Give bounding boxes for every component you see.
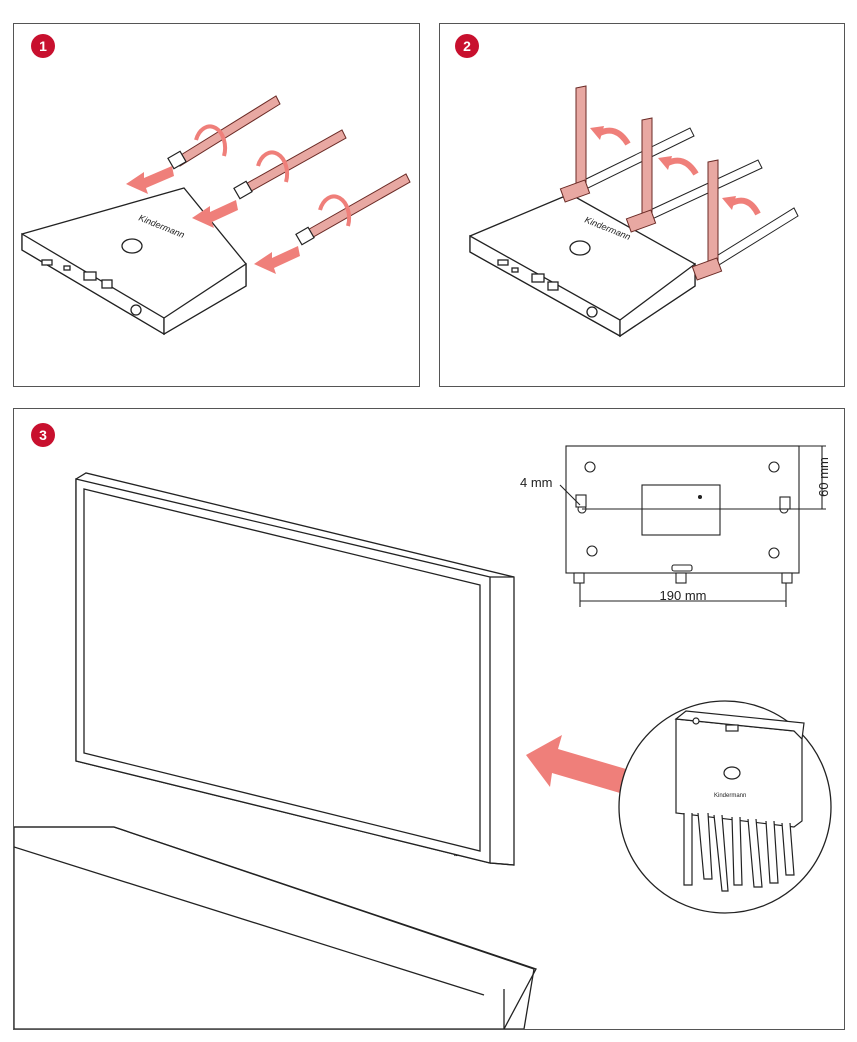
insert-arrows: [126, 166, 300, 274]
step-2-badge: 2: [455, 34, 479, 58]
hole-diameter-label: 4 mm: [520, 475, 553, 490]
step-1-panel: 1 Kindermann: [13, 23, 420, 387]
step-2-panel: 2 Kindermann: [439, 23, 845, 387]
detail-circle: Kindermann: [618, 700, 832, 914]
step-3-panel: 3 ▪▪▪: [13, 408, 845, 1030]
twist-arrows: [194, 124, 352, 227]
attach-arrow: [526, 735, 626, 793]
desk: [14, 826, 537, 1029]
svg-text:Kindermann: Kindermann: [714, 793, 746, 799]
step-3-illustration: ▪▪▪ Kinderman: [14, 445, 832, 1029]
monitor-brand: ▪▪▪: [454, 853, 460, 859]
mounting-diagram: [559, 445, 826, 607]
upright-antennas: [559, 85, 723, 281]
monitor: [75, 472, 515, 866]
step-1-illustration: Kindermann: [21, 95, 411, 336]
receiver-device: [469, 193, 696, 338]
height-label: 60 mm: [816, 457, 831, 497]
step-2-illustration: Kindermann: [469, 85, 799, 338]
width-label: 190 mm: [660, 588, 707, 603]
step-1-badge: 1: [31, 34, 55, 58]
step-3-badge: 3: [31, 423, 55, 447]
receiver-device: [21, 187, 247, 336]
